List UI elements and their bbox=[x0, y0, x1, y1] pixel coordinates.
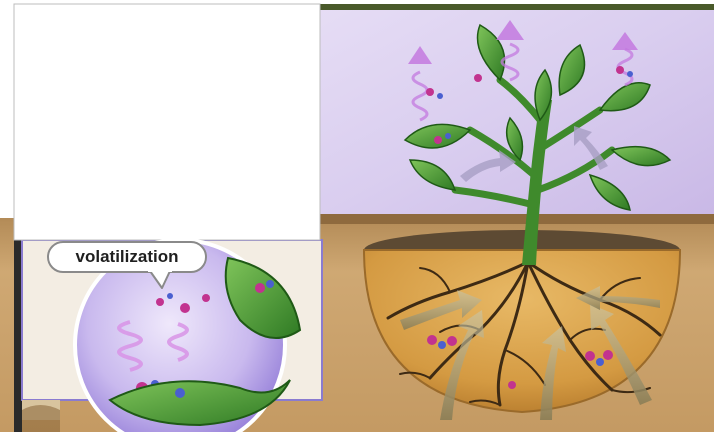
soil-surface-line bbox=[320, 214, 714, 224]
soil-bump bbox=[22, 405, 60, 432]
blank-panel bbox=[14, 4, 320, 240]
inset-left-edge bbox=[14, 238, 22, 432]
top-border bbox=[320, 4, 714, 10]
callout-bubble bbox=[48, 242, 206, 272]
callout-pointer-cover bbox=[148, 266, 172, 272]
